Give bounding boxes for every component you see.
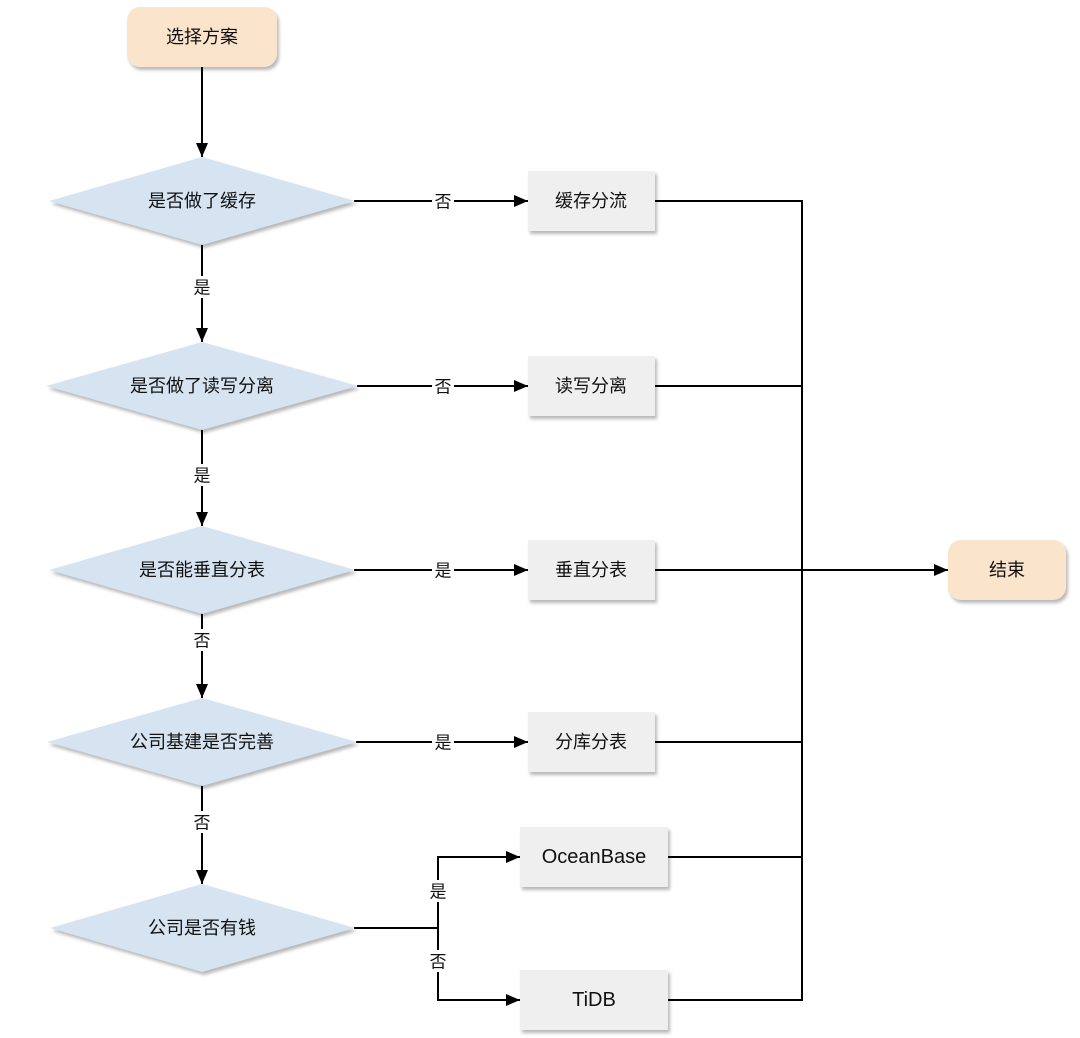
edge-label-vertical-yes: 是 bbox=[435, 562, 452, 581]
process-tidb-label: TiDB bbox=[572, 989, 616, 1011]
edge-label-money-yes: 是 bbox=[430, 883, 447, 902]
process-vertical-node: 垂直分表 bbox=[528, 540, 655, 600]
process-tidb-shape bbox=[520, 970, 668, 1030]
edge-label-bg bbox=[432, 190, 454, 212]
process-tidb-node: TiDB bbox=[520, 970, 668, 1030]
process-cache-label: 缓存分流 bbox=[555, 191, 627, 211]
edge-label-money-no: 否 bbox=[430, 953, 447, 972]
decision-money-node: 公司是否有钱 bbox=[50, 884, 355, 972]
edge-label-bg bbox=[432, 375, 454, 397]
edge-money-yes-to-oceanbase bbox=[437, 851, 520, 929]
edge-label-rw-yes: 是 bbox=[194, 467, 211, 486]
edge-label-infra-yes: 是 bbox=[435, 734, 452, 753]
process-oceanbase-shape bbox=[520, 827, 668, 887]
process-sharding-shape bbox=[528, 712, 655, 772]
end-shape bbox=[948, 540, 1066, 600]
process-vertical-label: 垂直分表 bbox=[555, 560, 627, 580]
edge-label-rw-no: 否 bbox=[435, 378, 452, 397]
decision-vertical-label: 是否能垂直分表 bbox=[139, 560, 265, 580]
edge-label-bg bbox=[432, 559, 454, 581]
decision-money-shape bbox=[50, 884, 355, 972]
edge-label-bg bbox=[432, 731, 454, 753]
process-rw-label: 读写分离 bbox=[555, 376, 627, 396]
edge-label-bg bbox=[191, 811, 213, 833]
edge-label-bg bbox=[191, 629, 213, 651]
end-node: 结束 bbox=[948, 540, 1066, 600]
decision-rw-shape bbox=[46, 342, 358, 430]
decision-cache-shape bbox=[49, 157, 355, 245]
process-vertical-shape bbox=[528, 540, 655, 600]
process-cache-shape bbox=[528, 171, 655, 231]
edge-label-vertical-no: 否 bbox=[194, 632, 211, 651]
decision-cache-label: 是否做了缓存 bbox=[148, 191, 256, 211]
edge-label-bg bbox=[427, 950, 449, 972]
decision-infra-node: 公司基建是否完善 bbox=[47, 698, 357, 786]
process-oceanbase-node: OceanBase bbox=[520, 827, 668, 887]
decision-cache-node: 是否做了缓存 bbox=[49, 157, 355, 245]
decision-vertical-shape bbox=[49, 526, 355, 614]
end-label: 结束 bbox=[989, 560, 1025, 580]
edge-money-no-to-tidb bbox=[437, 927, 520, 1006]
edge-label-cache-no: 否 bbox=[435, 193, 452, 212]
edge-label-bg bbox=[427, 880, 449, 902]
decision-money-label: 公司是否有钱 bbox=[148, 918, 256, 938]
process-sharding-label: 分库分表 bbox=[555, 732, 627, 752]
start-label: 选择方案 bbox=[166, 27, 238, 47]
edge-label-cache-yes: 是 bbox=[194, 279, 211, 298]
decision-infra-label: 公司基建是否完善 bbox=[130, 732, 274, 752]
decision-infra-shape bbox=[47, 698, 357, 786]
start-shape bbox=[127, 7, 277, 67]
process-rw-node: 读写分离 bbox=[528, 356, 655, 416]
start-node: 选择方案 bbox=[127, 7, 277, 67]
process-sharding-node: 分库分表 bbox=[528, 712, 655, 772]
edge-label-bg bbox=[191, 276, 213, 298]
process-cache-node: 缓存分流 bbox=[528, 171, 655, 231]
process-rw-shape bbox=[528, 356, 655, 416]
nodes-layer: 选择方案 是否做了缓存 缓存分流 是否做了读写分离 读写分离 是否能垂直分表 bbox=[46, 7, 1066, 1030]
decision-rw-node: 是否做了读写分离 bbox=[46, 342, 358, 430]
edge-label-infra-no: 否 bbox=[194, 814, 211, 833]
edge-labels-layer: 否 是 否 是 是 否 是 否 是 否 bbox=[191, 190, 454, 972]
process-oceanbase-label: OceanBase bbox=[542, 846, 647, 868]
decision-rw-label: 是否做了读写分离 bbox=[130, 376, 274, 396]
decision-vertical-node: 是否能垂直分表 bbox=[49, 526, 355, 614]
edge-label-bg bbox=[191, 464, 213, 486]
